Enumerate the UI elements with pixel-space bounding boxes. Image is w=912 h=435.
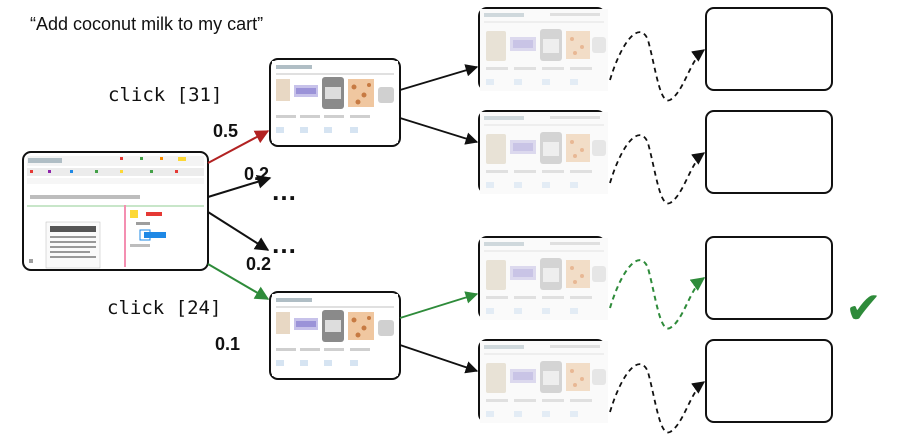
- terminal-state-1: [705, 7, 833, 91]
- terminal-state-2: [705, 110, 833, 194]
- arrow-root-to-bottom: [207, 263, 270, 300]
- probability-other-1: 0.2: [244, 164, 270, 184]
- arrow-top-to-l2-1: [399, 64, 479, 91]
- terminal-state-4: [705, 339, 833, 423]
- level2-screenshot-1: [478, 7, 608, 91]
- dashed-path-2: [609, 134, 706, 205]
- arrow-bottom-to-l2-4: [399, 344, 479, 374]
- probability-bottom: 0.1: [215, 334, 241, 354]
- goal-instruction: “Add coconut milk to my cart”: [30, 14, 264, 34]
- arrow-root-to-top: [207, 130, 270, 164]
- arrow-root-to-other-1: [207, 174, 272, 198]
- dashed-path-1: [609, 31, 706, 102]
- level1-bottom-screenshot: [269, 291, 401, 380]
- terminal-state-3: [705, 236, 833, 320]
- ellipsis-other-2: …: [271, 229, 297, 259]
- arrow-top-to-l2-2: [399, 117, 479, 145]
- dashed-path-4: [609, 363, 706, 434]
- probability-top: 0.5: [213, 121, 239, 141]
- level2-screenshot-4: [478, 339, 608, 423]
- action-label-bottom: click [24]: [107, 297, 222, 319]
- level2-screenshot-3: [478, 236, 608, 320]
- arrow-bottom-to-l2-3: [399, 291, 479, 319]
- success-check-icon: ✔: [845, 283, 882, 334]
- probability-other-2: 0.2: [246, 254, 272, 274]
- arrow-root-to-other-2: [207, 211, 270, 251]
- action-label-top: click [31]: [108, 84, 223, 106]
- ellipsis-other-1: …: [271, 176, 297, 206]
- level1-top-screenshot: [269, 58, 401, 147]
- dashed-path-3-success: [609, 259, 706, 330]
- root-state-screenshot: [22, 151, 209, 271]
- level2-screenshot-2: [478, 110, 608, 194]
